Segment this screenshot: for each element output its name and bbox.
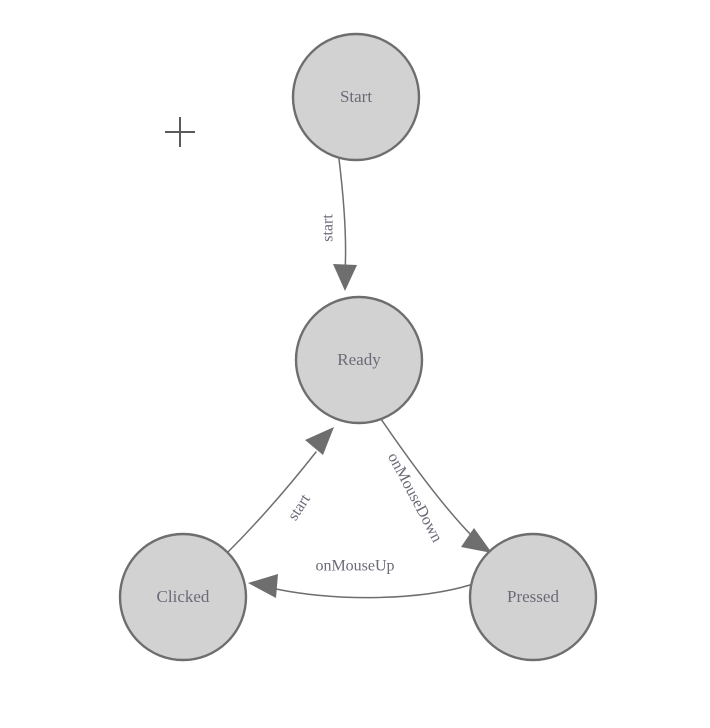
node-ready-label: Ready xyxy=(337,350,381,369)
edge-pressed-to-clicked[interactable]: onMouseUp xyxy=(248,558,471,599)
node-start-circle xyxy=(291,32,421,162)
edge-label-ready-to-pressed: onMouseDown xyxy=(384,450,445,545)
edge-ready-to-pressed-path xyxy=(380,418,475,539)
crosshair-icon[interactable] xyxy=(165,117,195,147)
edge-clicked-to-ready-path xyxy=(226,451,317,554)
node-pressed[interactable]: Pressed xyxy=(468,532,598,662)
edge-start-to-ready[interactable]: start xyxy=(320,158,357,291)
edge-clicked-to-ready-arrowhead xyxy=(305,427,334,455)
node-clicked-label: Clicked xyxy=(157,587,210,606)
edge-ready-to-pressed-arrowhead xyxy=(461,528,492,553)
edge-label-start-to-ready: start xyxy=(320,214,337,242)
node-clicked[interactable]: Clicked xyxy=(118,532,248,662)
node-start[interactable]: Start xyxy=(291,32,421,162)
node-pressed-label: Pressed xyxy=(507,587,559,606)
edge-ready-to-pressed[interactable]: onMouseDown xyxy=(380,418,492,553)
edge-label-clicked-to-ready: start xyxy=(285,491,315,524)
edge-pressed-to-clicked-arrowhead xyxy=(248,574,278,598)
node-clicked-circle xyxy=(118,532,248,662)
edge-start-to-ready-arrowhead xyxy=(333,264,357,291)
node-start-label: Start xyxy=(340,87,372,106)
edge-clicked-to-ready[interactable]: start xyxy=(226,427,334,554)
node-pressed-circle xyxy=(468,532,598,662)
edge-pressed-to-clicked-path xyxy=(275,584,471,599)
node-ready-circle xyxy=(294,295,424,425)
edge-start-to-ready-path xyxy=(338,158,347,273)
edge-label-pressed-to-clicked: onMouseUp xyxy=(315,558,394,575)
node-ready[interactable]: Ready xyxy=(294,295,424,425)
